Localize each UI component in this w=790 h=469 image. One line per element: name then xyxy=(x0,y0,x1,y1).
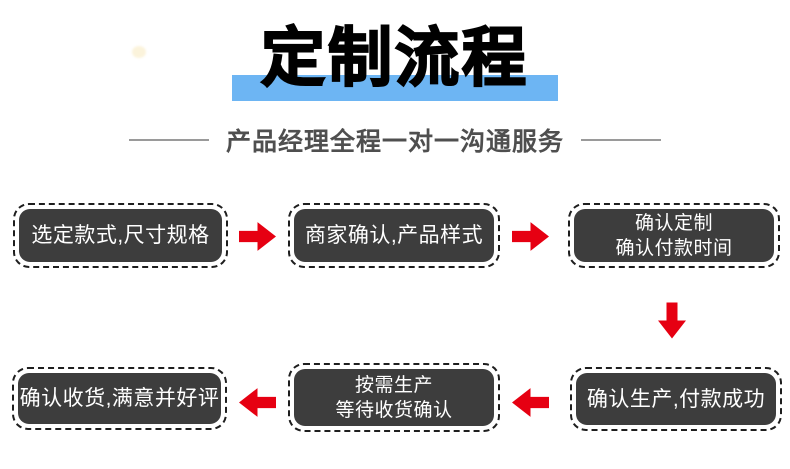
step-confirm-custom-box: 确认定制 确认付款时间 xyxy=(568,203,780,268)
step-confirm-production-label: 确认生产,付款成功 xyxy=(576,373,776,425)
step-line: 等待收货确认 xyxy=(335,399,453,421)
arrow-shape xyxy=(658,302,686,339)
arrow-shape xyxy=(239,388,276,417)
step-confirm-production-box: 确认生产,付款成功 xyxy=(570,367,782,431)
arrow-shape xyxy=(512,388,549,417)
arrow-left-icon xyxy=(239,388,276,417)
step-merchant-confirm-box: 商家确认,产品样式 xyxy=(288,203,500,268)
watermark-dot xyxy=(132,46,146,58)
arrow-shape xyxy=(239,222,276,251)
page-title: 定制流程 xyxy=(260,22,529,94)
arrow-down-icon xyxy=(658,302,686,339)
arrow-right-icon xyxy=(512,222,549,251)
step-line: 按需生产 xyxy=(354,374,433,396)
step-confirm-custom-label: 确认定制 确认付款时间 xyxy=(574,209,774,262)
step-line: 确认生产,付款成功 xyxy=(586,387,766,411)
step-produce-on-demand-box: 按需生产 等待收货确认 xyxy=(288,363,500,432)
step-line: 确认定制 xyxy=(634,212,713,234)
step-line: 确认收货,满意并好评 xyxy=(19,387,220,410)
step-line: 确认付款时间 xyxy=(615,237,733,259)
arrow-right-icon xyxy=(239,222,276,251)
step-confirm-receipt-label: 确认收货,满意并好评 xyxy=(18,373,221,424)
arrow-left-icon xyxy=(512,388,549,417)
step-line: 选定款式,尺寸规格 xyxy=(31,224,210,247)
title-highlight-bar xyxy=(232,75,558,101)
step-select-style-box: 选定款式,尺寸规格 xyxy=(13,203,228,268)
step-confirm-receipt-box: 确认收货,满意并好评 xyxy=(12,367,227,430)
step-produce-on-demand-label: 按需生产 等待收货确认 xyxy=(294,369,494,426)
subtitle-divider-left xyxy=(128,139,209,141)
step-merchant-confirm-label: 商家确认,产品样式 xyxy=(294,209,494,262)
arrow-shape xyxy=(512,222,549,251)
step-select-style-label: 选定款式,尺寸规格 xyxy=(19,209,222,262)
subtitle-text: 产品经理全程一对一沟通服务 xyxy=(225,128,564,156)
subtitle-divider-right xyxy=(581,139,661,141)
subtitle-row: 产品经理全程一对一沟通服务 xyxy=(0,123,790,157)
step-line: 商家确认,产品样式 xyxy=(304,224,484,247)
